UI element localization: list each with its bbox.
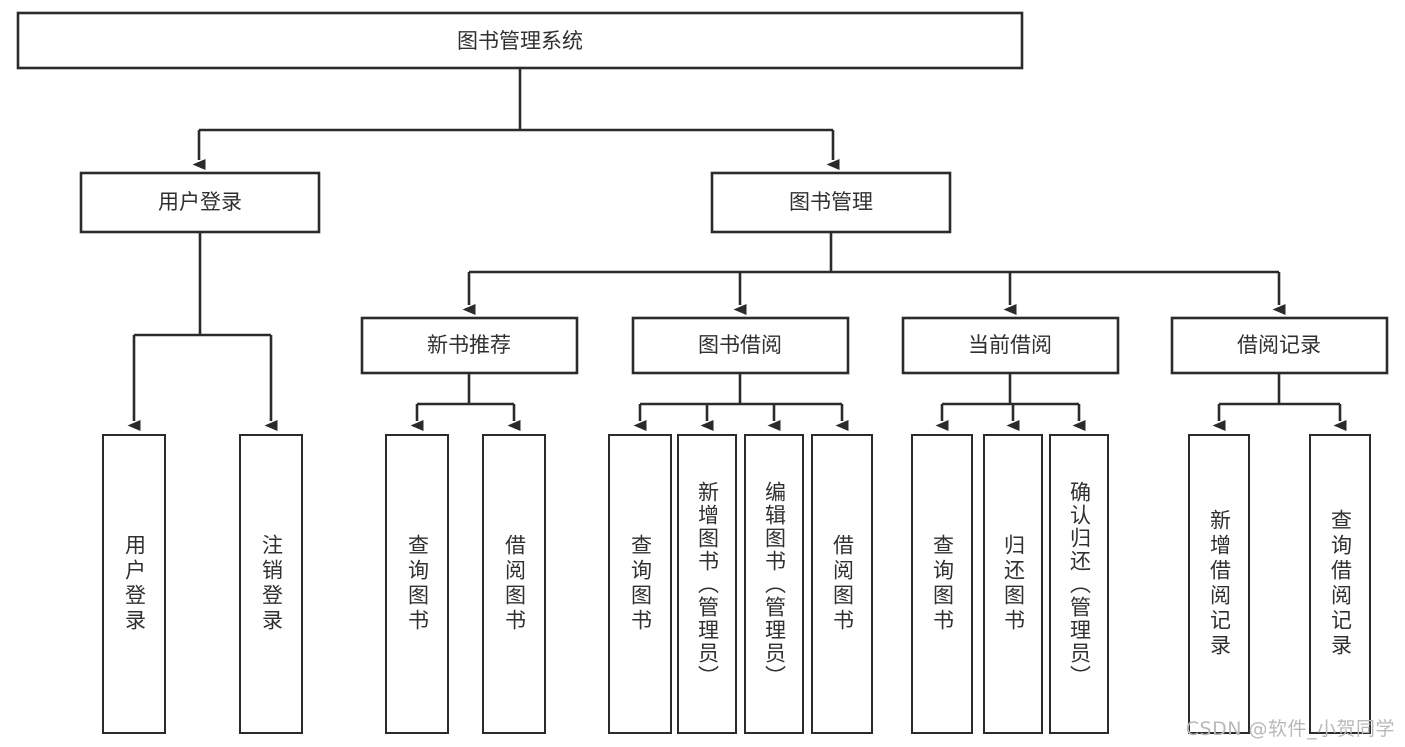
node-user-login-label: 用户登录 bbox=[158, 190, 242, 214]
node-book-borrow-label: 图书借阅 bbox=[698, 333, 782, 357]
node-root-label: 图书管理系统 bbox=[457, 29, 583, 53]
leaf-confirm-return-admin-label: 确认归还（管理员） bbox=[1067, 480, 1092, 688]
leaf-borrow-book-1[interactable]: 借阅图书 bbox=[482, 434, 546, 734]
leaf-query-borrow-record-label: 查询借阅记录 bbox=[1328, 509, 1353, 659]
leaf-add-book-admin-label: 新增图书（管理员） bbox=[695, 480, 720, 688]
leaf-borrow-book-2-label: 借阅图书 bbox=[830, 534, 855, 634]
node-root[interactable]: 图书管理系统 bbox=[16, 11, 1024, 70]
node-borrow-record[interactable]: 借阅记录 bbox=[1170, 316, 1389, 375]
node-new-book-recommend[interactable]: 新书推荐 bbox=[360, 316, 579, 375]
node-user-login[interactable]: 用户登录 bbox=[79, 171, 321, 234]
node-current-borrow[interactable]: 当前借阅 bbox=[901, 316, 1120, 375]
node-user-login-rect bbox=[79, 171, 321, 234]
node-current-borrow-label: 当前借阅 bbox=[968, 333, 1052, 357]
leaf-query-borrow-record[interactable]: 查询借阅记录 bbox=[1309, 434, 1371, 734]
leaf-query-book-2[interactable]: 查询图书 bbox=[608, 434, 672, 734]
leaf-add-borrow-record[interactable]: 新增借阅记录 bbox=[1188, 434, 1250, 734]
leaf-query-book-3[interactable]: 查询图书 bbox=[911, 434, 973, 734]
leaf-borrow-book-1-label: 借阅图书 bbox=[502, 534, 527, 634]
node-borrow-record-label: 借阅记录 bbox=[1237, 333, 1321, 357]
leaf-query-book-2-label: 查询图书 bbox=[628, 534, 653, 634]
leaf-edit-book-admin[interactable]: 编辑图书（管理员） bbox=[744, 434, 804, 734]
node-root-rect bbox=[16, 11, 1024, 70]
node-book-manage-label: 图书管理 bbox=[789, 190, 873, 214]
leaf-user-logout-label: 注销登录 bbox=[259, 534, 284, 634]
node-borrow-record-rect bbox=[1170, 316, 1389, 375]
leaf-user-logout[interactable]: 注销登录 bbox=[239, 434, 303, 734]
node-book-borrow[interactable]: 图书借阅 bbox=[631, 316, 850, 375]
node-new-book-recommend-rect bbox=[360, 316, 579, 375]
leaf-user-login[interactable]: 用户登录 bbox=[102, 434, 166, 734]
node-book-manage[interactable]: 图书管理 bbox=[710, 171, 952, 234]
leaf-query-book-1-label: 查询图书 bbox=[405, 534, 430, 634]
leaf-user-login-label: 用户登录 bbox=[122, 534, 147, 634]
node-new-book-recommend-label: 新书推荐 bbox=[427, 333, 511, 357]
node-book-borrow-rect bbox=[631, 316, 850, 375]
leaf-return-book[interactable]: 归还图书 bbox=[983, 434, 1043, 734]
watermark-text: CSDN @软件_小贺同学 bbox=[1185, 718, 1395, 740]
leaf-query-book-1[interactable]: 查询图书 bbox=[385, 434, 449, 734]
node-current-borrow-rect bbox=[901, 316, 1120, 375]
leaf-return-book-label: 归还图书 bbox=[1001, 534, 1026, 634]
leaf-edit-book-admin-label: 编辑图书（管理员） bbox=[762, 480, 787, 688]
leaf-query-book-3-label: 查询图书 bbox=[930, 534, 955, 634]
leaf-add-borrow-record-label: 新增借阅记录 bbox=[1207, 509, 1232, 659]
leaf-borrow-book-2[interactable]: 借阅图书 bbox=[811, 434, 873, 734]
leaf-add-book-admin[interactable]: 新增图书（管理员） bbox=[677, 434, 737, 734]
leaf-confirm-return-admin[interactable]: 确认归还（管理员） bbox=[1049, 434, 1109, 734]
